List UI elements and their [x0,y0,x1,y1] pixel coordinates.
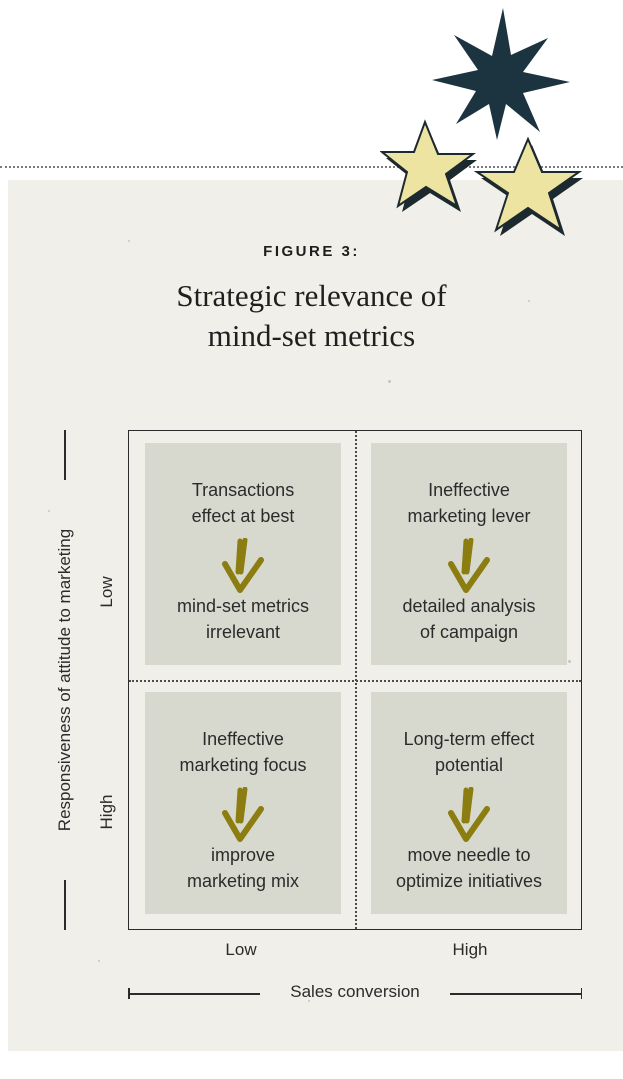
implication-line: improve [210,845,276,865]
yellow-star-icon [473,136,583,233]
figure-title-line1: Strategic relevance of [176,278,447,313]
condition-line: Transactions [191,480,295,500]
quadrant-implication: move needle to optimize initiatives [371,842,567,894]
x-tick-low: Low [225,940,257,959]
down-arrow-icon [448,538,490,593]
condition-line: potential [434,755,504,775]
implication-line: optimize initiatives [395,871,543,891]
x-axis-line-left [128,993,260,995]
dotted-divider [0,166,623,168]
implication-line: marketing mix [186,871,300,891]
implication-line: mind-set metrics [176,596,310,616]
figure-label: FIGURE 3: [263,243,360,260]
quadrant-condition: Ineffective marketing lever [371,477,567,529]
y-axis-title: Responsiveness of attitude to marketing [55,528,74,832]
y-axis-line-bottom [64,880,66,930]
y-axis: Responsiveness of attitude to marketing [55,430,75,930]
condition-line: marketing focus [179,755,307,775]
x-tick-high: High [452,940,488,959]
down-arrow-icon [448,787,490,842]
quadrant-implication: detailed analysis of campaign [371,593,567,645]
x-axis-cap-right [580,988,582,999]
dark-star-icon [432,8,570,140]
condition-line: Ineffective [202,729,284,749]
implication-line: move needle to [407,845,531,865]
quadrant-condition: Long-term effect potential [371,726,567,778]
down-arrow-icon [222,538,264,593]
quadrant-matrix: Transactions effect at best mind-set met… [128,430,582,930]
figure-title-line2: mind-set metrics [207,318,416,353]
quadrant-low-low: Transactions effect at best mind-set met… [145,443,341,665]
condition-line: Long-term effect [403,729,535,749]
x-axis-line-right [450,993,582,995]
quadrant-high-high: Long-term effect potential move needle t… [371,692,567,914]
yellow-star-icon [380,119,477,209]
y-tick-high: High [97,794,116,830]
quadrant-implication: improve marketing mix [145,842,341,894]
condition-line: effect at best [191,506,295,526]
horizontal-divider [129,680,581,682]
stars-decoration-icon [380,8,583,236]
quadrant-condition: Transactions effect at best [145,477,341,529]
quadrant-low-high: Ineffective marketing lever detailed ana… [371,443,567,665]
x-axis-title: Sales conversion [290,982,420,1001]
quadrant-high-low: Ineffective marketing focus improve mark… [145,692,341,914]
figure-title: Strategic relevance of mind-set metrics [0,276,623,356]
y-axis-line-top [64,430,66,480]
implication-line: of campaign [419,622,519,642]
quadrant-condition: Ineffective marketing focus [145,726,341,778]
condition-line: marketing lever [407,506,531,526]
down-arrow-icon [222,787,264,842]
x-axis: Sales conversion [128,980,582,1006]
quadrant-implication: mind-set metrics irrelevant [145,593,341,645]
implication-line: irrelevant [205,622,281,642]
implication-line: detailed analysis [402,596,536,616]
y-tick-low: Low [97,576,116,608]
condition-line: Ineffective [428,480,510,500]
